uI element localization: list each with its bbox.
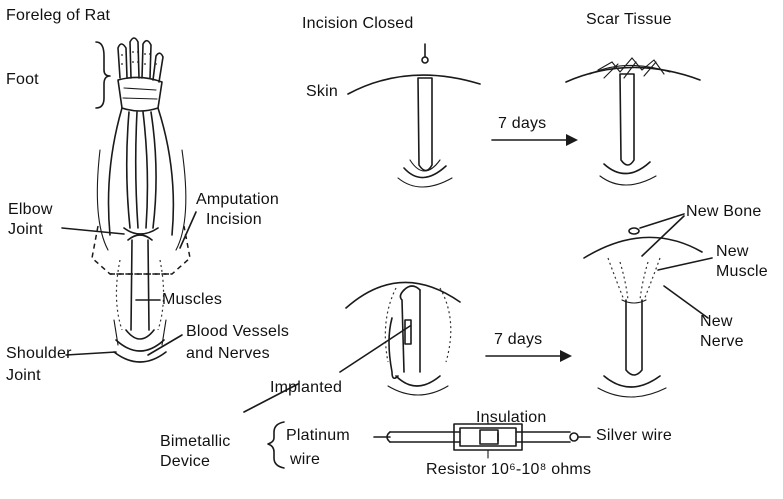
label-scar-tissue: Scar Tissue: [586, 12, 672, 28]
incision-closed-drawing: [348, 44, 480, 187]
bottom-arrow: [486, 350, 572, 362]
top-arrow: [492, 134, 578, 146]
label-blood-vessels: Blood Vessels: [186, 324, 289, 340]
label-incision: Incision: [206, 212, 262, 228]
label-new-muscle-2: Muscle: [716, 264, 768, 280]
label-elbow-joint: Joint: [8, 222, 43, 238]
label-silver-wire: Silver wire: [596, 428, 672, 444]
label-bimetallic: Bimetallic: [160, 434, 230, 450]
label-foreleg-of-rat: Foreleg of Rat: [6, 8, 110, 24]
label-platinum-wire: wire: [290, 452, 320, 468]
label-and-nerves: and Nerves: [186, 346, 270, 362]
label-platinum: Platinum: [286, 428, 350, 444]
label-new-nerve-1: New: [700, 314, 733, 330]
label-shoulder: Shoulder: [6, 346, 72, 362]
label-seven-days-bottom: 7 days: [494, 332, 542, 348]
scar-tissue-drawing: [566, 58, 700, 185]
label-muscles: Muscles: [162, 292, 222, 308]
label-insulation: Insulation: [476, 410, 547, 426]
label-seven-days-top: 7 days: [498, 116, 546, 132]
label-incision-closed: Incision Closed: [302, 16, 414, 32]
label-foot: Foot: [6, 72, 39, 88]
label-device: Device: [160, 454, 210, 470]
label-resistor: Resistor 10⁶-10⁸ ohms: [426, 462, 591, 478]
regeneration-drawing: [584, 214, 712, 397]
rat-foreleg-drawing: [92, 38, 190, 362]
label-implanted: Implanted: [270, 380, 342, 396]
label-new-nerve-2: Nerve: [700, 334, 744, 350]
label-amputation: Amputation: [196, 192, 279, 208]
label-new-muscle-1: New: [716, 244, 749, 260]
label-skin: Skin: [306, 84, 338, 100]
label-elbow: Elbow: [8, 202, 53, 218]
implanted-drawing: [340, 282, 460, 395]
label-new-bone: New Bone: [686, 204, 761, 220]
label-shoulder-joint: Joint: [6, 368, 41, 384]
